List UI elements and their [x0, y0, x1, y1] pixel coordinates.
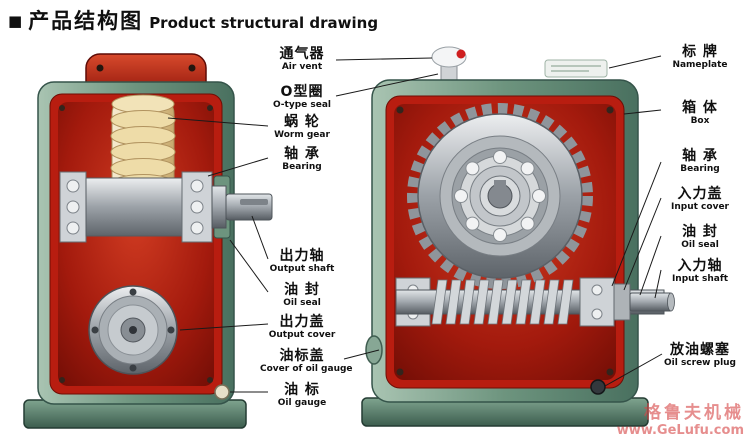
leader-lines — [167, 55, 663, 393]
label-oil-seal-left-en: Oil seal — [283, 298, 321, 308]
label-oil-seal-left: 油 封 Oil seal — [260, 282, 344, 309]
output-cover-part — [88, 285, 178, 375]
label-box: 箱 体 Box — [654, 100, 746, 127]
label-input-cover-zh: 入力盖 — [677, 186, 723, 202]
leader-oil-seal-right — [639, 235, 662, 296]
leader-worm-gear — [167, 117, 269, 127]
bolt — [96, 64, 104, 72]
left-gearbox-cutaway — [23, 53, 273, 429]
label-bearing-right: 轴 承 Bearing — [654, 148, 746, 175]
output-shaft-part — [225, 193, 273, 221]
label-air-vent: 通气器 Air vent — [260, 46, 344, 73]
label-box-en: Box — [690, 116, 710, 126]
label-input-cover-en: Input cover — [671, 202, 729, 212]
watermark-brand: 格鲁夫机械 — [644, 403, 744, 423]
input-shaft-part — [629, 292, 673, 312]
bolt — [188, 64, 196, 72]
oil-gauge-glass — [214, 384, 230, 400]
label-oil-seal-right: 油 封 Oil seal — [654, 224, 746, 251]
label-nameplate-zh: 标 牌 — [682, 44, 718, 60]
leader-input-shaft — [654, 269, 662, 299]
bolt — [606, 368, 614, 376]
label-worm-gear-en: Worm gear — [274, 130, 330, 140]
label-box-zh: 箱 体 — [682, 100, 718, 116]
oil-screw-plug-part — [590, 379, 606, 395]
label-bearing-left: 轴 承 Bearing — [260, 146, 344, 173]
title-bullet-icon: ■ — [8, 12, 23, 30]
label-air-vent-en: Air vent — [281, 62, 323, 72]
label-input-shaft-en: Input shaft — [671, 274, 729, 284]
worm-shaft-assembly — [395, 277, 675, 327]
leader-air-vent — [335, 57, 433, 61]
label-o-type-seal-zh: O型圈 — [280, 84, 324, 100]
label-worm-gear: 蜗 轮 Worm gear — [260, 114, 344, 141]
leader-box — [623, 109, 662, 115]
leader-bearing-right — [611, 161, 662, 287]
page-title-en: Product structural drawing — [149, 14, 379, 32]
keyway — [240, 199, 268, 205]
label-oil-gauge-zh: 油 标 — [284, 382, 320, 398]
label-oil-screw-plug-en: Oil screw plug — [663, 358, 736, 368]
oil-gauge-cover-part — [365, 335, 383, 365]
leader-o-type-seal — [335, 73, 439, 97]
label-cover-of-oil-gauge-zh: 油标盖 — [279, 348, 325, 364]
label-input-cover: 入力盖 Input cover — [654, 186, 746, 213]
label-input-shaft: 入力轴 Input shaft — [654, 258, 746, 285]
label-oil-gauge-en: Oil gauge — [277, 398, 327, 408]
nameplate-plate — [544, 59, 608, 78]
watermark-url: www.GeLufu.com — [616, 423, 744, 438]
input-cover-part — [613, 283, 631, 321]
bolt — [396, 368, 404, 376]
bolt — [59, 105, 65, 111]
bolt — [59, 377, 65, 383]
label-oil-seal-left-zh: 油 封 — [284, 282, 320, 298]
label-oil-seal-right-zh: 油 封 — [682, 224, 718, 240]
label-o-type-seal: O型圈 O-type seal — [260, 84, 344, 111]
bolt — [396, 106, 404, 114]
label-oil-screw-plug-zh: 放油螺塞 — [670, 342, 730, 358]
air-vent-dot — [456, 49, 466, 59]
leader-output-shaft — [251, 215, 269, 260]
label-oil-gauge: 油 标 Oil gauge — [260, 382, 344, 409]
bolt — [606, 106, 614, 114]
label-cover-of-oil-gauge-en: Cover of oil gauge — [260, 364, 353, 374]
label-o-type-seal-en: O-type seal — [272, 100, 332, 110]
label-cover-of-oil-gauge: 油标盖 Cover of oil gauge — [260, 348, 353, 375]
leader-oil-seal-left — [229, 239, 269, 293]
label-output-cover-en: Output cover — [268, 330, 336, 340]
leader-nameplate — [608, 55, 662, 69]
label-worm-gear-zh: 蜗 轮 — [284, 114, 320, 130]
keyway — [494, 180, 506, 187]
shaft-hub — [85, 177, 183, 237]
label-output-shaft-zh: 出力轴 — [279, 248, 325, 264]
right-gearbox-cutaway — [361, 46, 675, 427]
leader-cover-of-oil-gauge — [343, 349, 380, 360]
label-output-shaft: 出力轴 Output shaft — [260, 248, 344, 275]
label-bearing-left-zh: 轴 承 — [284, 146, 320, 162]
label-oil-seal-right-en: Oil seal — [681, 240, 719, 250]
label-output-cover-zh: 出力盖 — [279, 314, 325, 330]
bolt — [207, 105, 213, 111]
gear-wheel-part — [407, 103, 593, 289]
label-oil-screw-plug: 放油螺塞 Oil screw plug — [654, 342, 746, 369]
page-title: ■ 产品结构图 Product structural drawing — [8, 5, 378, 35]
label-output-cover: 出力盖 Output cover — [260, 314, 344, 341]
leader-oil-screw-plug — [604, 353, 663, 387]
label-bearing-right-zh: 轴 承 — [682, 148, 718, 164]
label-nameplate: 标 牌 Nameplate — [654, 44, 746, 71]
watermark: 格鲁夫机械 www.GeLufu.com — [617, 403, 744, 439]
bolt — [207, 377, 213, 383]
page-title-zh: 产品结构图 — [28, 9, 144, 33]
label-nameplate-en: Nameplate — [672, 60, 728, 70]
leader-bearing-left — [207, 157, 269, 177]
label-input-shaft-zh: 入力轴 — [677, 258, 723, 274]
label-bearing-right-en: Bearing — [680, 164, 720, 174]
label-bearing-left-en: Bearing — [282, 162, 322, 172]
label-air-vent-zh: 通气器 — [279, 46, 325, 62]
leader-output-cover — [179, 323, 269, 331]
output-shaft-assembly — [59, 171, 273, 243]
leader-input-cover — [623, 197, 662, 291]
label-output-shaft-en: Output shaft — [269, 264, 335, 274]
